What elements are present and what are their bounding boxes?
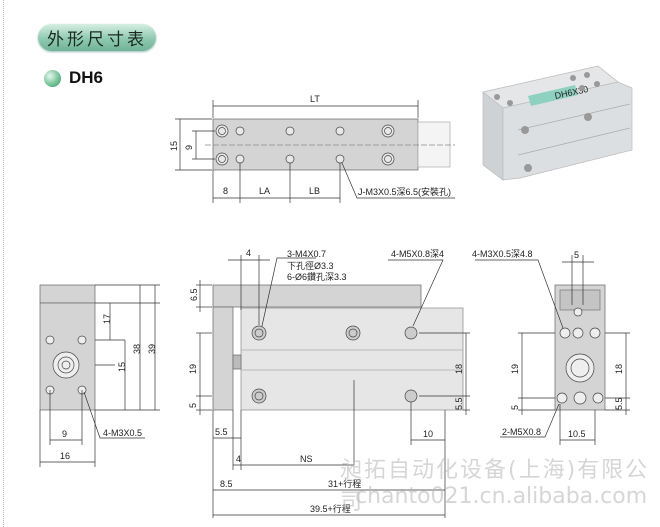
dim-5b: 5 (510, 405, 520, 410)
dim-17: 17 (102, 314, 112, 324)
front-view: 4 3-M4X0.7 下孔徑Ø3.3 6-Ø6鑽孔深3.3 4-M5X0.8深4… (188, 248, 470, 518)
dim-19: 19 (188, 364, 198, 374)
dim-la: LA (259, 186, 270, 196)
right-view: 5 4-M3X0.5深4.8 19 5 18 5.5 2-M5X0.8 10.5 (472, 249, 630, 445)
dim-9: 9 (184, 145, 194, 150)
bullet-icon (44, 69, 61, 87)
dim-lt: LT (310, 94, 320, 104)
dim-10: 10 (423, 429, 433, 439)
product-photo: DH6X30 (482, 65, 633, 181)
dim-lb: LB (309, 186, 320, 196)
dim-8-5: 8.5 (220, 479, 233, 489)
dim-19: 19 (510, 364, 520, 374)
dim-15: 15 (117, 362, 127, 372)
dim-5-5: 5.5 (454, 397, 464, 410)
dim-4: 4 (246, 248, 251, 258)
dim-9: 9 (62, 429, 67, 439)
dim-5: 5 (188, 403, 198, 408)
dim-38: 38 (132, 344, 142, 354)
note-drill: 6-Ø6鑽孔深3.3 (287, 271, 347, 282)
dim-8: 8 (223, 186, 228, 196)
model-name: DH6 (69, 68, 104, 87)
dim-39: 39 (147, 344, 157, 354)
dim-5-5: 5.5 (614, 397, 624, 410)
note-mounting-holes: J-M3X0.5深6.5(安裝孔) (358, 186, 451, 197)
dim-10-5: 10.5 (568, 429, 586, 439)
dim-ns: NS (300, 454, 313, 464)
dim-15: 15 (169, 141, 179, 151)
dim-5: 5 (574, 250, 579, 260)
watermark-company: 昶拓自动化设备(上海)有限公司 (340, 458, 650, 515)
page-edge (3, 0, 4, 527)
dim-stroke-31: 31+行程 (328, 478, 361, 489)
dim-5-5b: 5.5 (215, 427, 228, 437)
note-m5: 4-M5X0.8深4 (391, 249, 444, 259)
note-bore: 下孔徑Ø3.3 (287, 260, 334, 271)
note-m5: 2-M5X0.8 (502, 427, 541, 437)
dim-18: 18 (614, 364, 624, 374)
side-view: 17 15 38 39 9 16 4-M3X0.5 (39, 284, 160, 467)
section-title: 外形尺寸表 (38, 24, 156, 51)
dim-16: 16 (60, 451, 70, 461)
dim-18: 18 (454, 364, 464, 374)
note-side-holes: 4-M3X0.5 (103, 428, 142, 438)
dim-4b: 4 (236, 454, 241, 464)
dim-stroke-39-5: 39.5+行程 (310, 503, 351, 514)
watermark-site: chanto021.cn.alibaba.com (355, 484, 648, 509)
note-m4: 3-M4X0.7 (287, 249, 326, 259)
note-m3: 4-M3X0.5深4.8 (472, 249, 533, 259)
model-heading: DH6 (44, 68, 103, 88)
dim-6-5: 6.5 (189, 288, 199, 301)
top-view: LT 15 9 8 LA LB J-M3X0.5深6.5(安裝孔) (169, 94, 455, 203)
